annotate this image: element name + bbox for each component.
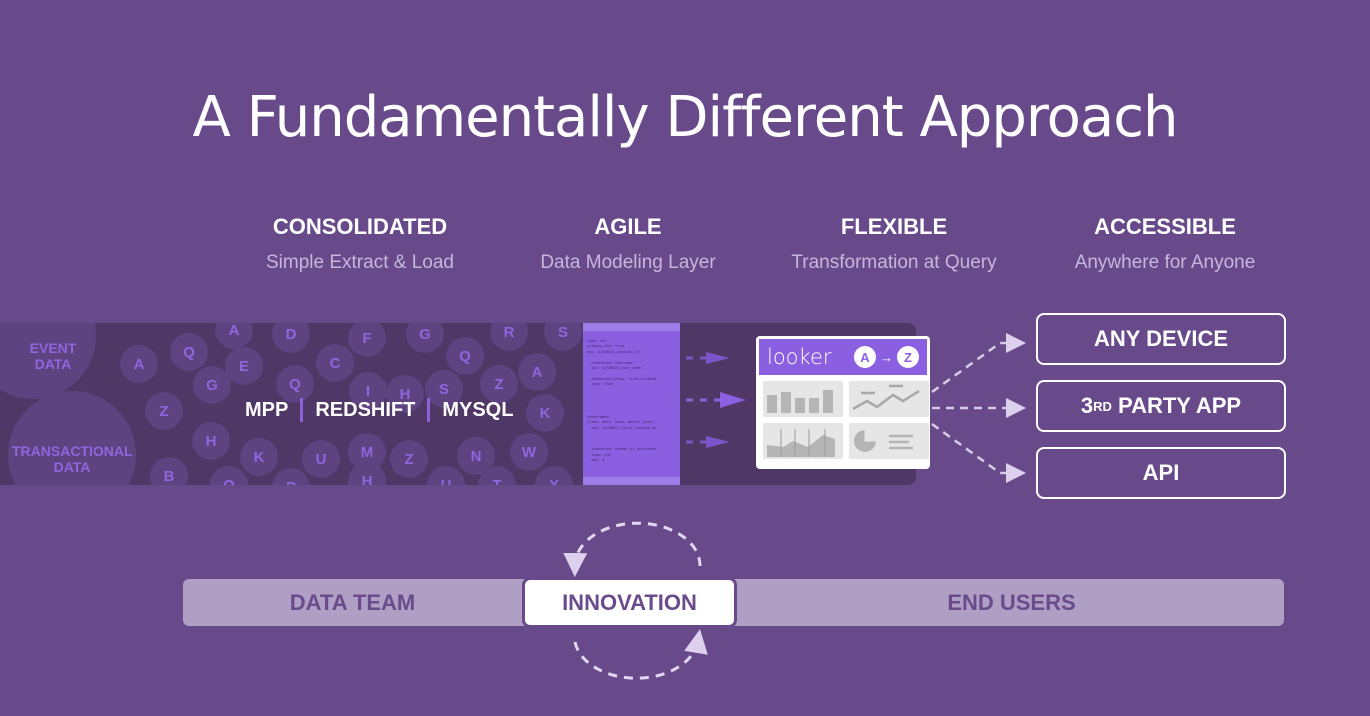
letter-bubble: E: [225, 347, 263, 385]
separator: [427, 398, 431, 422]
end-users-label: END USERS: [947, 589, 1076, 615]
transactional-data-circle: TRANSACTIONAL DATA: [8, 391, 136, 485]
looker-dashboard: looker A→Z: [756, 336, 930, 469]
column-heading: FLEXIBLE: [840, 214, 948, 239]
column-consolidated: CONSOLIDATED Simple Extract & Load: [210, 214, 510, 274]
letter-bubble: F: [348, 323, 386, 357]
column-flexible: FLEXIBLE Transformation at Query: [744, 214, 1044, 274]
letter-bubble: D: [272, 323, 310, 353]
output-label-sup: RD: [1093, 398, 1112, 414]
output-label-num: 3: [1080, 393, 1094, 418]
a-to-z-badge: A→Z: [854, 346, 919, 368]
letter-bubble: K: [526, 394, 564, 432]
output-any-device: ANY DEVICE: [1036, 313, 1286, 365]
line-chart-tile: [849, 381, 929, 417]
column-heading: CONSOLIDATED: [272, 214, 448, 239]
letter-bubble: G: [406, 323, 444, 353]
column-heading: AGILE: [594, 214, 662, 239]
letter-bubble: Z: [145, 392, 183, 430]
letter-bubble: S: [425, 370, 463, 408]
column-subtitle: Anywhere for Anyone: [1074, 252, 1256, 273]
letter-bubble: A: [518, 353, 556, 391]
letter-bubble: I: [349, 372, 387, 410]
a-circle: A: [854, 346, 876, 368]
bar-chart-icon: [767, 390, 833, 413]
area-chart-icon: [767, 429, 835, 457]
letter-bubble: K: [240, 438, 278, 476]
database-list: MPP REDSHIFT MYSQL: [245, 398, 513, 422]
output-api: API: [1036, 447, 1286, 499]
column-subtitle: Transformation at Query: [791, 252, 997, 273]
bar-chart-tile: [763, 381, 843, 417]
letter-bubble: Q: [446, 337, 484, 375]
looker-header: looker A→Z: [759, 339, 927, 375]
output-label: API: [1142, 460, 1180, 485]
letter-bubble: H: [348, 462, 386, 485]
letter-bubble: C: [316, 344, 354, 382]
letter-bubble: G: [193, 366, 231, 404]
pie-chart-icon: [854, 429, 913, 452]
separator: [300, 398, 304, 422]
letter-bubble: R: [490, 323, 528, 351]
event-data-label: EVENT DATA: [29, 340, 77, 372]
arrow-right-icon: →: [880, 349, 893, 365]
output-label: PARTY APP: [1111, 393, 1242, 418]
db-redshift: REDSHIFT: [315, 398, 416, 421]
letter-bubble: Z: [390, 440, 428, 478]
db-mysql: MYSQL: [442, 398, 514, 421]
looker-logo: looker: [767, 345, 832, 369]
z-circle: Z: [897, 346, 919, 368]
db-mpp: MPP: [245, 398, 289, 421]
column-subtitle: Data Modeling Layer: [540, 252, 716, 273]
output-label: ANY DEVICE: [1093, 326, 1229, 351]
output-arrows: [931, 333, 1026, 483]
innovation-box: INNOVATION: [522, 577, 737, 628]
letter-bubble: S: [544, 323, 582, 351]
letter-bubble: U: [302, 440, 340, 478]
data-team-label: DATA TEAM: [289, 589, 416, 615]
letter-bubble: X: [535, 466, 573, 485]
letter-bubble: T: [478, 466, 516, 485]
letter-bubble: P: [272, 468, 310, 485]
letter-bubble: B: [150, 457, 188, 485]
letter-bubble: H: [192, 422, 230, 460]
transactional-data-label: TRANSACTIONAL DATA: [12, 443, 133, 475]
area-chart-tile: [763, 423, 843, 459]
column-agile: AGILE Data Modeling Layer: [478, 214, 778, 274]
letter-bubble: Q: [170, 333, 208, 371]
letter-bubble: A: [120, 345, 158, 383]
letter-bubble: Q: [276, 365, 314, 403]
letter-bubble: U: [427, 466, 465, 485]
event-data-circle: EVENT DATA: [0, 323, 96, 399]
letter-bubble: Z: [480, 365, 518, 403]
line-chart-icon: [852, 384, 920, 411]
modeling-code-panel: type: int primary_key: true sql: ${TABLE…: [583, 323, 680, 485]
column-subtitle: Simple Extract & Load: [266, 252, 454, 273]
pie-chart-tile: [849, 423, 929, 459]
column-accessible: ACCESSIBLE Anywhere for Anyone: [1015, 214, 1315, 274]
letter-bubble: A: [215, 323, 253, 349]
column-heading: ACCESSIBLE: [1094, 214, 1236, 239]
letter-bubble: H: [386, 375, 424, 413]
slide-title: A Fundamentally Different Approach: [192, 85, 1178, 150]
letter-bubble: Q: [210, 466, 248, 485]
letter-bubble: W: [510, 433, 548, 471]
